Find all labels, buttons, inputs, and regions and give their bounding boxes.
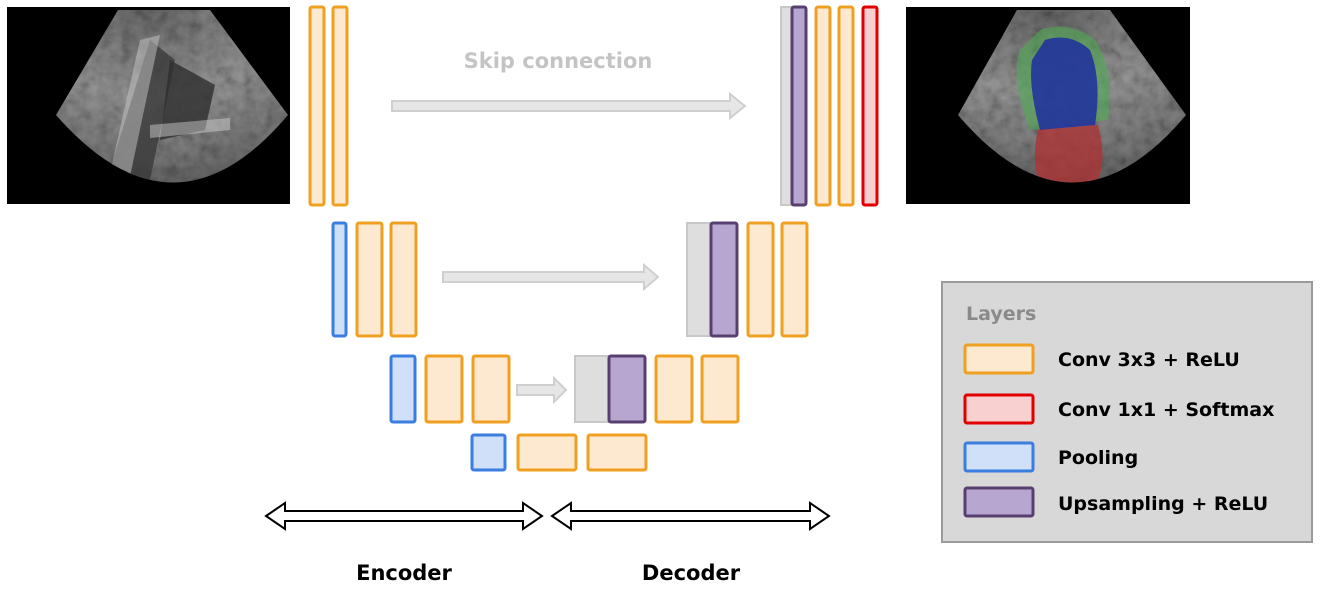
- skip-arrow-level-3: [516, 375, 568, 405]
- conv-block: [355, 221, 384, 338]
- input-echocardiogram: [7, 7, 290, 204]
- legend-title: Layers: [966, 303, 1036, 325]
- legend-label-pooling: Pooling: [1058, 447, 1138, 469]
- conv-block: [516, 433, 578, 472]
- skip-arrow-level-2: [442, 262, 660, 292]
- conv-block: [586, 433, 648, 472]
- conv-block: [308, 5, 326, 207]
- legend-label-conv: Conv 3x3 + ReLU: [1058, 349, 1240, 371]
- conv-block: [389, 221, 418, 338]
- upsampling-block: [607, 354, 647, 424]
- pooling-block: [331, 221, 348, 338]
- encoder-label: Encoder: [356, 561, 452, 585]
- output-segmentation: [906, 7, 1190, 204]
- encoder-span-arrow: [264, 501, 544, 531]
- pooling-block: [389, 354, 417, 424]
- upsampling-block: [790, 5, 808, 207]
- conv-block: [331, 5, 349, 207]
- legend-label-softmax: Conv 1x1 + Softmax: [1058, 399, 1274, 421]
- conv-block: [471, 354, 511, 424]
- legend: Layers Conv 3x3 + ReLU Conv 1x1 + Softma…: [941, 281, 1313, 543]
- legend-swatch-pooling: [963, 441, 1035, 473]
- legend-swatch-softmax: [963, 393, 1035, 425]
- upsampling-block: [709, 221, 739, 338]
- conv-block: [700, 354, 740, 424]
- skip-arrow-level-1: [391, 91, 747, 121]
- pooling-block: [470, 433, 507, 472]
- left-atrium-mask: [1034, 125, 1103, 183]
- skip-connection-label: Skip connection: [464, 49, 653, 73]
- decoder-label: Decoder: [642, 561, 741, 585]
- legend-swatch-conv: [963, 343, 1035, 375]
- softmax-block: [861, 5, 879, 207]
- left-ventricle-mask: [1031, 37, 1098, 130]
- conv-block: [654, 354, 694, 424]
- legend-label-upsampling: Upsampling + ReLU: [1058, 493, 1268, 515]
- conv-block: [814, 5, 832, 207]
- conv-block: [837, 5, 855, 207]
- skip-copy-block: [574, 355, 612, 423]
- conv-block: [780, 221, 809, 338]
- legend-swatch-upsampling: [963, 486, 1035, 518]
- conv-block: [746, 221, 775, 338]
- conv-block: [424, 354, 464, 424]
- decoder-span-arrow: [550, 501, 831, 531]
- skip-copy-block: [686, 222, 714, 337]
